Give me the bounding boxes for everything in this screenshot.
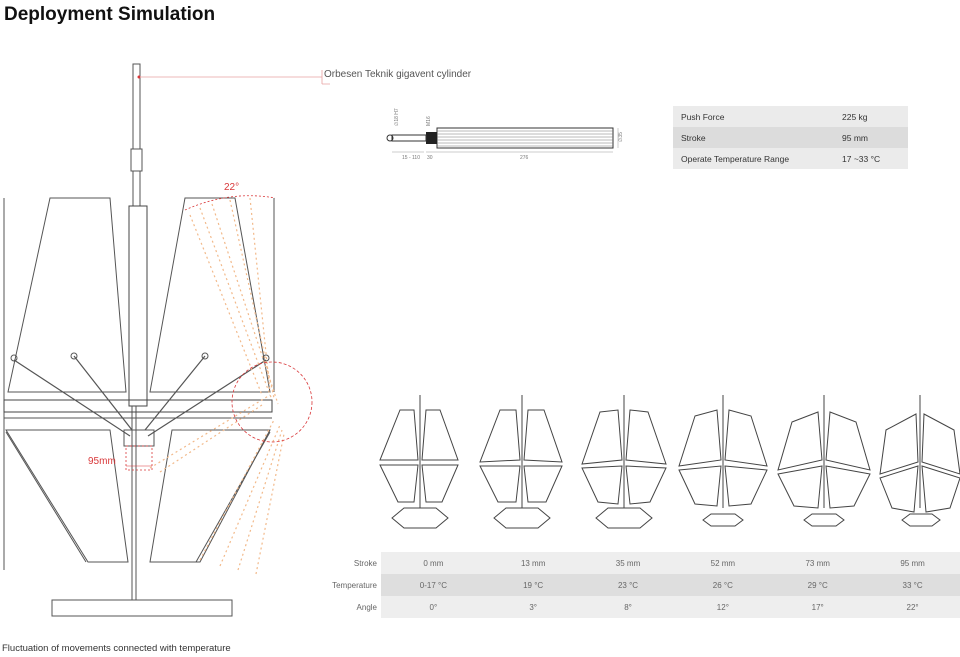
dim-body-length: 276 (520, 155, 529, 161)
angle-row: Angle 0° 3° 8° 12° 17° 22° (316, 596, 960, 618)
spec-value: 225 kg (830, 106, 908, 127)
stage-illustration (879, 395, 960, 527)
simulation-table: Stroke 0 mm 13 mm 35 mm 52 mm 73 mm 95 m… (316, 552, 960, 618)
stage-illustration (479, 395, 563, 529)
stroke-cell: 35 mm (580, 552, 676, 574)
angle-cell: 22° (865, 596, 960, 618)
spec-row: Push Force 225 kg (673, 106, 908, 127)
figure-caption: Fluctuation of movements connected with … (2, 643, 231, 654)
spec-label: Operate Temperature Range (673, 148, 830, 169)
temperature-cell: 33 °C (865, 574, 960, 596)
spec-row: Operate Temperature Range 17 ~33 °C (673, 148, 908, 169)
spec-table: Push Force 225 kg Stroke 95 mm Operate T… (673, 106, 908, 169)
temperature-cell: 0-17 °C (381, 574, 486, 596)
stage-illustration (777, 395, 871, 527)
section-drawing (3, 63, 330, 617)
angle-cell: 12° (675, 596, 771, 618)
stroke-cell: 95 mm (865, 552, 960, 574)
cylinder-callout-label: Orbesen Teknik gigavent cylinder (324, 69, 472, 80)
stage-illustration (678, 395, 768, 527)
page-title: Deployment Simulation (4, 4, 216, 25)
dim-top-diameter: ∅18 H7 (394, 108, 400, 126)
dim-body-diameter: ∅35 (618, 132, 624, 142)
temperature-cell: 29 °C (770, 574, 866, 596)
row-label-angle: Angle (316, 596, 381, 618)
spec-value: 95 mm (830, 127, 908, 148)
spec-label: Push Force (673, 106, 830, 127)
stage-illustration (581, 395, 667, 529)
stroke-cell: 73 mm (770, 552, 866, 574)
stroke-row: Stroke 0 mm 13 mm 35 mm 52 mm 73 mm 95 m… (316, 552, 960, 574)
dim-left-length: 15 - 110 (402, 155, 420, 161)
spec-row: Stroke 95 mm (673, 127, 908, 148)
row-label-temperature: Temperature (316, 574, 381, 596)
stroke-annotation: 95mm (88, 456, 116, 467)
cylinder-drawing: 15 - 110 30 276 ∅18 H7 M16 ∅35 (386, 108, 624, 161)
temperature-row: Temperature 0-17 °C 19 °C 23 °C 26 °C 29… (316, 574, 960, 596)
angle-cell: 17° (770, 596, 866, 618)
row-label-stroke: Stroke (316, 552, 381, 574)
temperature-cell: 26 °C (675, 574, 771, 596)
deployment-stages (379, 395, 960, 529)
stroke-cell: 0 mm (381, 552, 486, 574)
angle-cell: 8° (580, 596, 676, 618)
dim-mid-length: 30 (427, 155, 433, 161)
stroke-cell: 52 mm (675, 552, 771, 574)
spec-value: 17 ~33 °C (830, 148, 908, 169)
angle-cell: 0° (381, 596, 486, 618)
stage-illustration (379, 395, 459, 529)
dim-thread: M16 (426, 116, 432, 126)
temperature-cell: 19 °C (485, 574, 581, 596)
spec-label: Stroke (673, 127, 830, 148)
angle-annotation: 22° (224, 182, 240, 193)
temperature-cell: 23 °C (580, 574, 676, 596)
angle-cell: 3° (485, 596, 581, 618)
stroke-cell: 13 mm (485, 552, 581, 574)
